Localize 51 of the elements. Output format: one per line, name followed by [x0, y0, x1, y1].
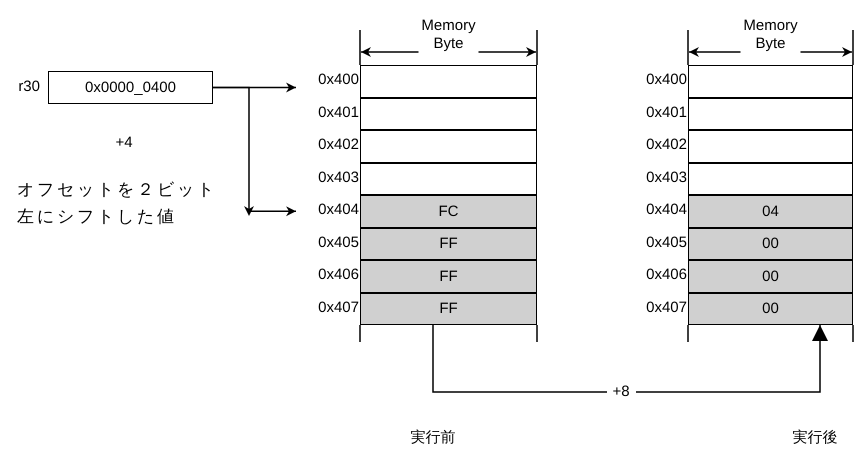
empty-memory-cell — [360, 65, 537, 98]
offset-label: +4 — [114, 134, 134, 152]
memory-byte-heading: Memory Byte — [742, 17, 799, 53]
address-label: 0x404 — [318, 201, 359, 220]
byte-value: FF — [439, 300, 458, 318]
empty-memory-cell — [360, 162, 537, 195]
address-label: 0x401 — [646, 104, 687, 122]
empty-memory-cell — [360, 130, 537, 162]
byte-value: FF — [439, 235, 458, 252]
address-label: 0x402 — [318, 136, 359, 154]
state-label: 実行後 — [792, 429, 838, 447]
address-label: 0x405 — [646, 234, 687, 252]
byte-value: 00 — [762, 268, 779, 285]
empty-memory-cell — [688, 65, 853, 98]
address-label: 0x400 — [646, 71, 687, 90]
memory-cell — [688, 228, 853, 260]
byte-value: FC — [438, 202, 458, 220]
arrow — [213, 86, 296, 216]
memory-cell — [360, 260, 537, 292]
memory-byte-heading: Memory Byte — [420, 17, 477, 53]
memory-cell — [360, 195, 537, 228]
address-label: 0x407 — [318, 298, 359, 317]
address-label: 0x403 — [646, 168, 687, 187]
byte-value: FF — [439, 268, 458, 285]
byte-value: 00 — [762, 300, 779, 318]
register-box — [48, 71, 213, 104]
address-label: 0x400 — [318, 71, 359, 90]
address-label: 0x404 — [646, 201, 687, 220]
address-label: 0x406 — [646, 266, 687, 284]
register-value: 0x0000_0400 — [85, 79, 176, 96]
memory-cell — [688, 292, 853, 325]
byte-value: 00 — [762, 235, 779, 252]
empty-memory-cell — [360, 98, 537, 130]
memory-cell — [360, 228, 537, 260]
note-text: オフセットを２ビット左にシフトした値 — [17, 179, 218, 228]
memory-cell — [688, 260, 853, 292]
address-label: 0x403 — [318, 168, 359, 187]
arrow — [432, 325, 828, 393]
state-label: 実行前 — [410, 429, 456, 447]
memory-cell — [688, 195, 853, 228]
address-label: 0x405 — [318, 234, 359, 252]
empty-memory-cell — [688, 162, 853, 195]
register-name: r30 — [18, 78, 40, 96]
byte-value: 04 — [762, 202, 779, 220]
memory-cell — [360, 292, 537, 325]
empty-memory-cell — [688, 98, 853, 130]
address-label: 0x407 — [646, 298, 687, 317]
address-label: 0x406 — [318, 266, 359, 284]
address-label: 0x401 — [318, 104, 359, 122]
address-label: 0x402 — [646, 136, 687, 154]
empty-memory-cell — [688, 130, 853, 162]
